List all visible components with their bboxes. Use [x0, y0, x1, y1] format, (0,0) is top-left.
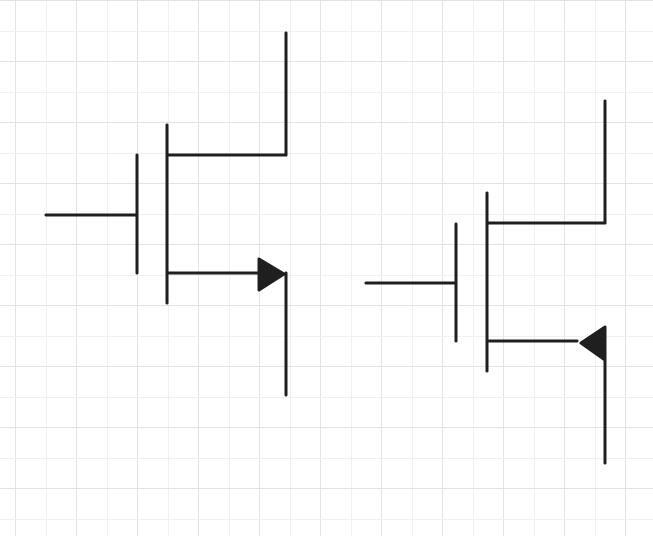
pmos-transistor-symbol[interactable] [364, 99, 607, 465]
source-arrow-in-icon [579, 325, 607, 362]
nmos-transistor-symbol[interactable] [44, 31, 288, 397]
source-arrow-out-icon [257, 257, 286, 292]
